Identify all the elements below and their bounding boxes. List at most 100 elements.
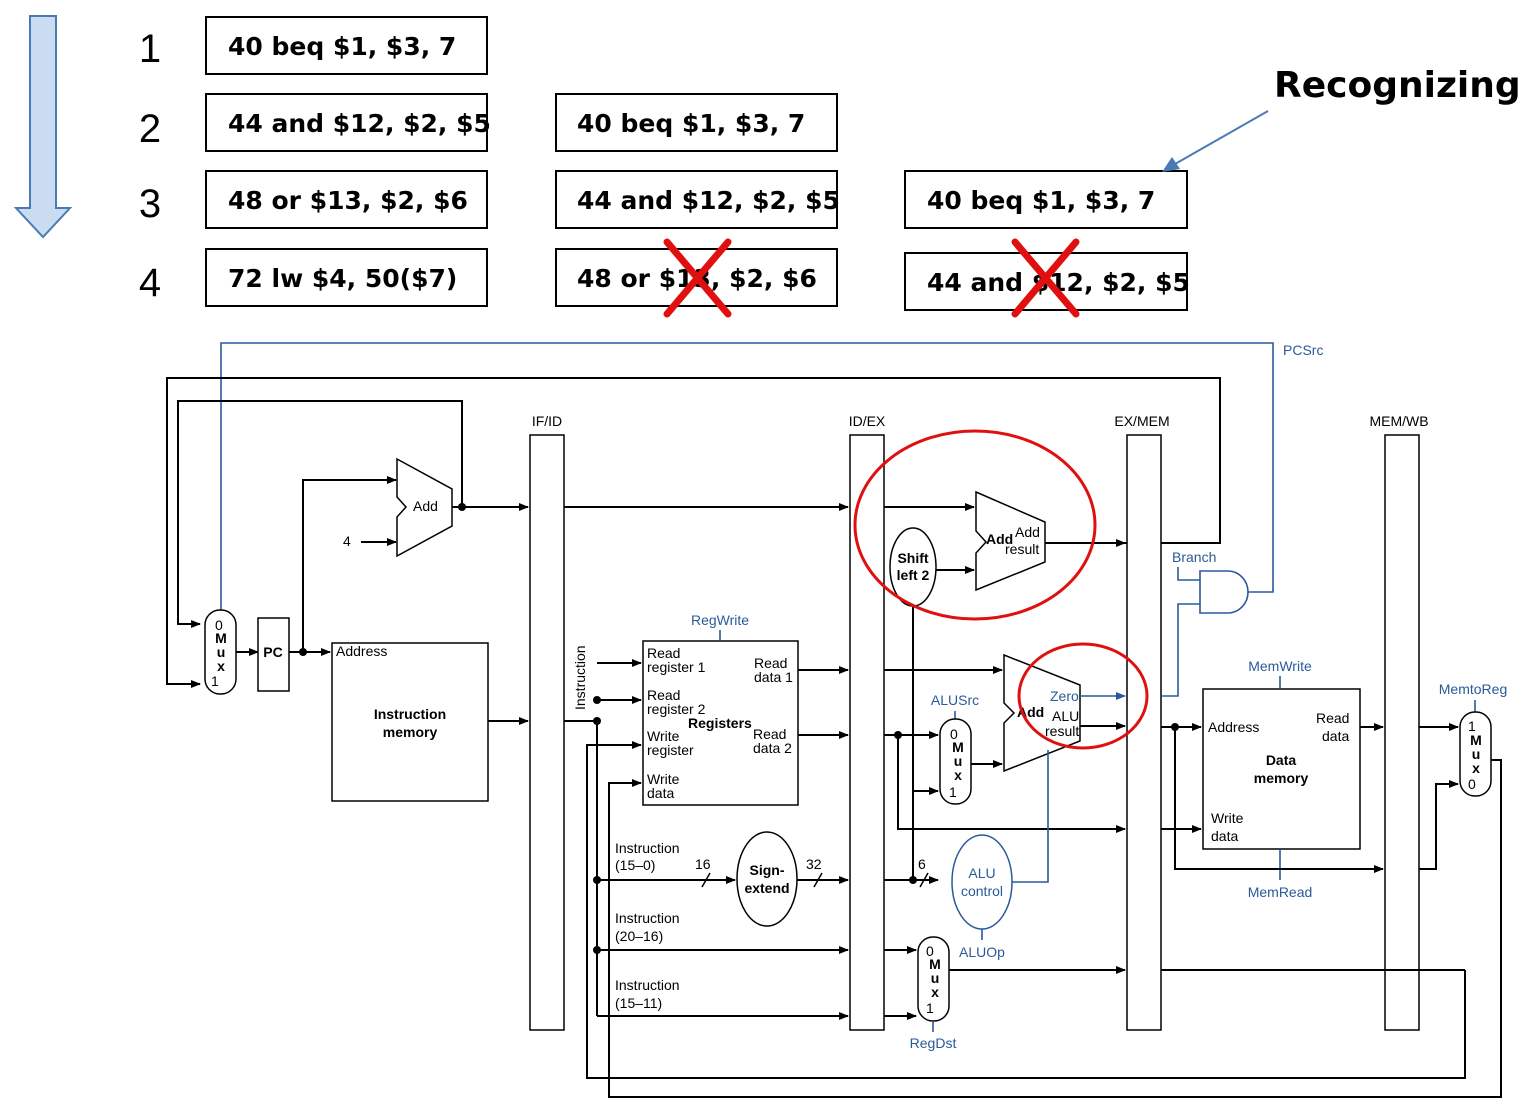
svg-text:x: x [931,984,939,1000]
branch-adder: Add Add result [975,490,1046,592]
svg-text:Add: Add [986,531,1013,547]
svg-text:result: result [1045,723,1079,739]
flush-cross-icon [663,238,732,318]
bus-width-label: 16 [695,856,711,872]
svg-text:Read: Read [647,645,680,661]
svg-text:M: M [929,956,941,972]
svg-text:Data: Data [1266,752,1297,768]
instruction-field-label: (20–16) [615,928,663,944]
instruction-box: 72 lw $4, 50($7) [205,248,488,307]
control-wire [1161,603,1200,697]
svg-text:control: control [961,883,1003,899]
wire [1174,727,1384,873]
junction [458,503,466,511]
svg-text:data: data [1211,828,1238,844]
bus-width-tick [813,872,823,888]
svg-text:result: result [1005,541,1039,557]
instruction-field-label: Instruction [615,910,680,926]
svg-text:1: 1 [1468,718,1476,734]
junction [593,876,601,884]
branch-target-highlight [853,429,1097,621]
svg-text:Read: Read [754,655,787,671]
pcsrc-label: PCSrc [1283,342,1323,358]
register-file: Read register 1 Read register 2 Write re… [642,640,799,806]
control-wire [1012,750,1049,883]
svg-text:Read: Read [647,687,680,703]
instruction-bus-label: Instruction [572,645,588,710]
memtoreg-label: MemtoReg [1439,681,1507,697]
instruction-field-label: Instruction [615,840,680,856]
svg-text:register 1: register 1 [647,659,706,675]
svg-text:Write: Write [647,771,680,787]
pc-register: PC [257,617,290,692]
and-gate-icon [1199,570,1249,614]
zero-flag-highlight [1017,642,1149,750]
svg-text:40 beq $1, $3, 7: 40 beq $1, $3, 7 [228,32,456,61]
pipeline-register-ex-mem [1126,434,1162,1031]
svg-text:44 and $12, $2, $5: 44 and $12, $2, $5 [228,109,491,138]
svg-text:u: u [1472,746,1481,762]
pipeline-register-if-id [529,434,565,1031]
svg-text:M: M [215,630,227,646]
write-data-wire [608,759,1502,1098]
bus-width-label: 32 [806,856,822,872]
branch-target-wire [166,377,1221,688]
svg-text:register 2: register 2 [647,701,706,717]
svg-text:register: register [647,742,694,758]
annotation-arrowhead-icon [1162,157,1180,172]
instruction-box: 44 and $12, $2, $5 [205,93,491,152]
svg-text:1: 1 [949,784,957,800]
branch-label: Branch [1172,549,1216,565]
alu: Add Zero ALU result [1003,653,1081,773]
control-wire [1177,567,1200,581]
junction [593,946,601,954]
svg-text:x: x [217,658,225,674]
svg-text:Shift: Shift [897,550,928,566]
bus-width-tick [919,872,929,888]
svg-text:48 or $13, $2, $6: 48 or $13, $2, $6 [228,186,468,215]
svg-text:Add: Add [413,498,438,514]
pc-plus4-wire [177,400,463,628]
svg-text:ALU: ALU [1052,708,1079,724]
svg-text:memory: memory [383,724,438,740]
pipeline-register-mem-wb [1384,434,1420,1031]
data-memory: Address Read data Data memory Write data [1202,688,1361,850]
alu-control-unit: ALU control [951,834,1013,930]
svg-text:u: u [954,753,963,769]
pc-mux: 0 M u x 1 [204,609,237,695]
time-arrow-icon [13,15,73,239]
svg-text:memory: memory [1254,770,1309,786]
svg-text:ALU: ALU [968,865,995,881]
instruction-box: 40 beq $1, $3, 7 [904,170,1188,229]
regdst-label: RegDst [910,1035,957,1051]
wire [1419,780,1459,870]
svg-text:0: 0 [1468,776,1476,792]
svg-text:Registers: Registers [688,715,752,731]
annotation-arrow [1167,110,1269,169]
svg-text:M: M [952,739,964,755]
constant-four: 4 [343,533,351,549]
svg-text:1: 1 [211,673,219,689]
svg-text:0: 0 [926,943,934,959]
memwrite-label: MemWrite [1248,658,1312,674]
pipeline-register-label: IF/ID [532,413,562,429]
svg-text:0: 0 [215,617,223,633]
svg-text:data 1: data 1 [754,669,793,685]
shift-left-2-unit: Shift left 2 [889,527,937,607]
wire [897,735,1126,833]
svg-text:u: u [217,644,226,660]
svg-text:Write: Write [1211,810,1244,826]
bus-width-tick [701,872,711,888]
bus-width-label: 6 [918,856,926,872]
alusrc-label: ALUSrc [931,692,979,708]
wire [302,476,397,652]
regwrite-label: RegWrite [691,612,749,628]
cycle-number: 3 [139,182,161,226]
junction [593,696,601,704]
svg-text:extend: extend [744,880,789,896]
cycle-number: 4 [139,261,161,305]
regdst-mux: 0 M u x 1 [917,936,950,1022]
svg-text:Address: Address [336,643,387,659]
flush-cross-icon [1011,238,1080,318]
